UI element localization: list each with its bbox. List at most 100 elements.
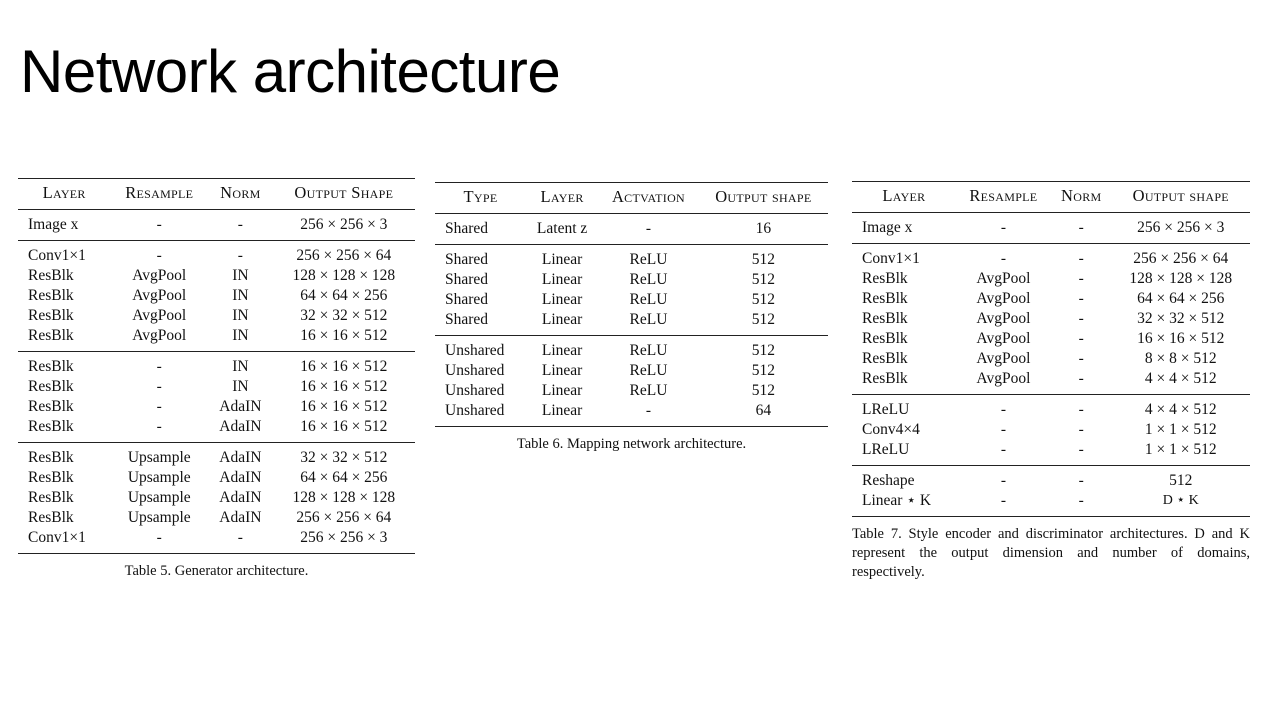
column-header: Output shape: [1111, 181, 1250, 213]
table-cell: AdaIN: [219, 398, 262, 415]
table-cell: -: [1000, 421, 1006, 438]
table-cell: 16 × 16 × 512: [300, 358, 388, 375]
table-cell: 512: [751, 251, 775, 268]
table-cell: 64: [698, 401, 828, 427]
table-cell: -: [955, 491, 1051, 517]
table-cell: AdaIN: [219, 489, 262, 506]
column-header: Output shape: [698, 182, 828, 214]
table-cell: 512: [751, 291, 775, 308]
table-cell: 512: [698, 310, 828, 336]
table-cell: AvgPool: [976, 270, 1031, 287]
table-cell: 16 × 16 × 512: [272, 417, 415, 443]
discriminator-table-caption: Table 7. Style encoder and discriminator…: [852, 526, 1250, 580]
table-cell: Upsample: [127, 489, 191, 506]
generator-table-caption: Table 5. Generator architecture.: [124, 563, 309, 579]
table-cell: Conv1×1: [18, 528, 111, 554]
table-cell: LReLU: [862, 401, 910, 418]
table-cell: AvgPool: [976, 350, 1031, 367]
column-header: Layer: [18, 178, 111, 210]
table-cell: Unshared: [445, 342, 505, 359]
table-cell: AvgPool: [976, 290, 1031, 307]
table-cell: Image x: [852, 212, 956, 244]
table-cell: ResBlk: [18, 417, 111, 443]
column-header: Norm: [208, 178, 273, 210]
column-header: Resample: [955, 181, 1051, 213]
table-cell: 16 × 16 × 512: [300, 398, 388, 415]
table-cell: ResBlk: [28, 449, 74, 466]
mapping-table-caption: Table 6. Mapping network architecture.: [516, 436, 747, 452]
table-cell: AvgPool: [110, 326, 209, 352]
table-row: Conv4×4--1 × 1 × 512: [852, 420, 1250, 440]
table-cell: -: [1078, 401, 1084, 418]
table-cell: ResBlk: [862, 310, 908, 327]
table-cell: -: [955, 440, 1051, 466]
table-cell: -: [1078, 250, 1084, 267]
table-cell: -: [1078, 330, 1084, 347]
table-cell: 512: [751, 362, 775, 379]
table-cell: Linear: [541, 382, 583, 399]
table-cell: -: [208, 209, 273, 241]
table-cell: Unshared: [445, 362, 505, 379]
table-cell: 16: [698, 213, 828, 245]
table-cell: Linear: [541, 271, 583, 288]
table-cell: Linear: [541, 342, 583, 359]
table-cell: -: [1078, 290, 1084, 307]
column-header: Norm: [1050, 181, 1112, 213]
table-row: Conv1×1--256 × 256 × 64: [18, 241, 415, 267]
table-cell: -: [1050, 440, 1112, 466]
table-cell: ResBlk: [862, 270, 908, 287]
table-cell: -: [156, 398, 162, 415]
table-cell: 1 × 1 × 512: [1111, 440, 1250, 466]
table-cell: 64 × 64 × 256: [1137, 290, 1225, 307]
table-cell: Conv1×1: [28, 247, 86, 264]
table-cell: ResBlk: [862, 350, 908, 367]
table-cell: -: [1078, 421, 1084, 438]
table-cell: ResBlk: [28, 398, 74, 415]
table-cell: AvgPool: [976, 310, 1031, 327]
table-cell: IN: [232, 378, 249, 395]
table-cell: -: [1050, 369, 1112, 395]
table-row: Conv1×1--256 × 256 × 3: [18, 528, 415, 554]
table-cell: 32 × 32 × 512: [300, 449, 388, 466]
table-cell: 128 × 128 × 128: [1129, 270, 1233, 287]
table-cell: Shared: [445, 291, 489, 308]
table-cell: IN: [208, 326, 273, 352]
table-cell: IN: [232, 267, 249, 284]
table-cell: ResBlk: [862, 290, 908, 307]
table-cell: LReLU: [852, 440, 956, 466]
table-cell: 16 × 16 × 512: [1137, 330, 1225, 347]
table-cell: Conv4×4: [862, 421, 920, 438]
column-header: Resample: [110, 178, 209, 210]
table-cell: -: [237, 247, 243, 264]
table-cell: ReLU: [629, 291, 668, 308]
table-row: ResBlk - AdaIN 16 × 16 × 512: [18, 397, 415, 417]
table-row: Reshape--512: [852, 466, 1250, 492]
table-cell: 512: [751, 342, 775, 359]
table-cell: AdaIN: [208, 417, 273, 443]
table-cell: 64 × 64 × 256: [300, 469, 388, 486]
table-cell: AdaIN: [219, 469, 262, 486]
table-cell: IN: [232, 307, 249, 324]
table-row: Image x--256 × 256 × 3: [18, 209, 415, 241]
table-cell: ResBlk: [28, 469, 74, 486]
table-cell: AvgPool: [132, 307, 187, 324]
table-cell: 256 × 256 × 64: [1133, 250, 1229, 267]
